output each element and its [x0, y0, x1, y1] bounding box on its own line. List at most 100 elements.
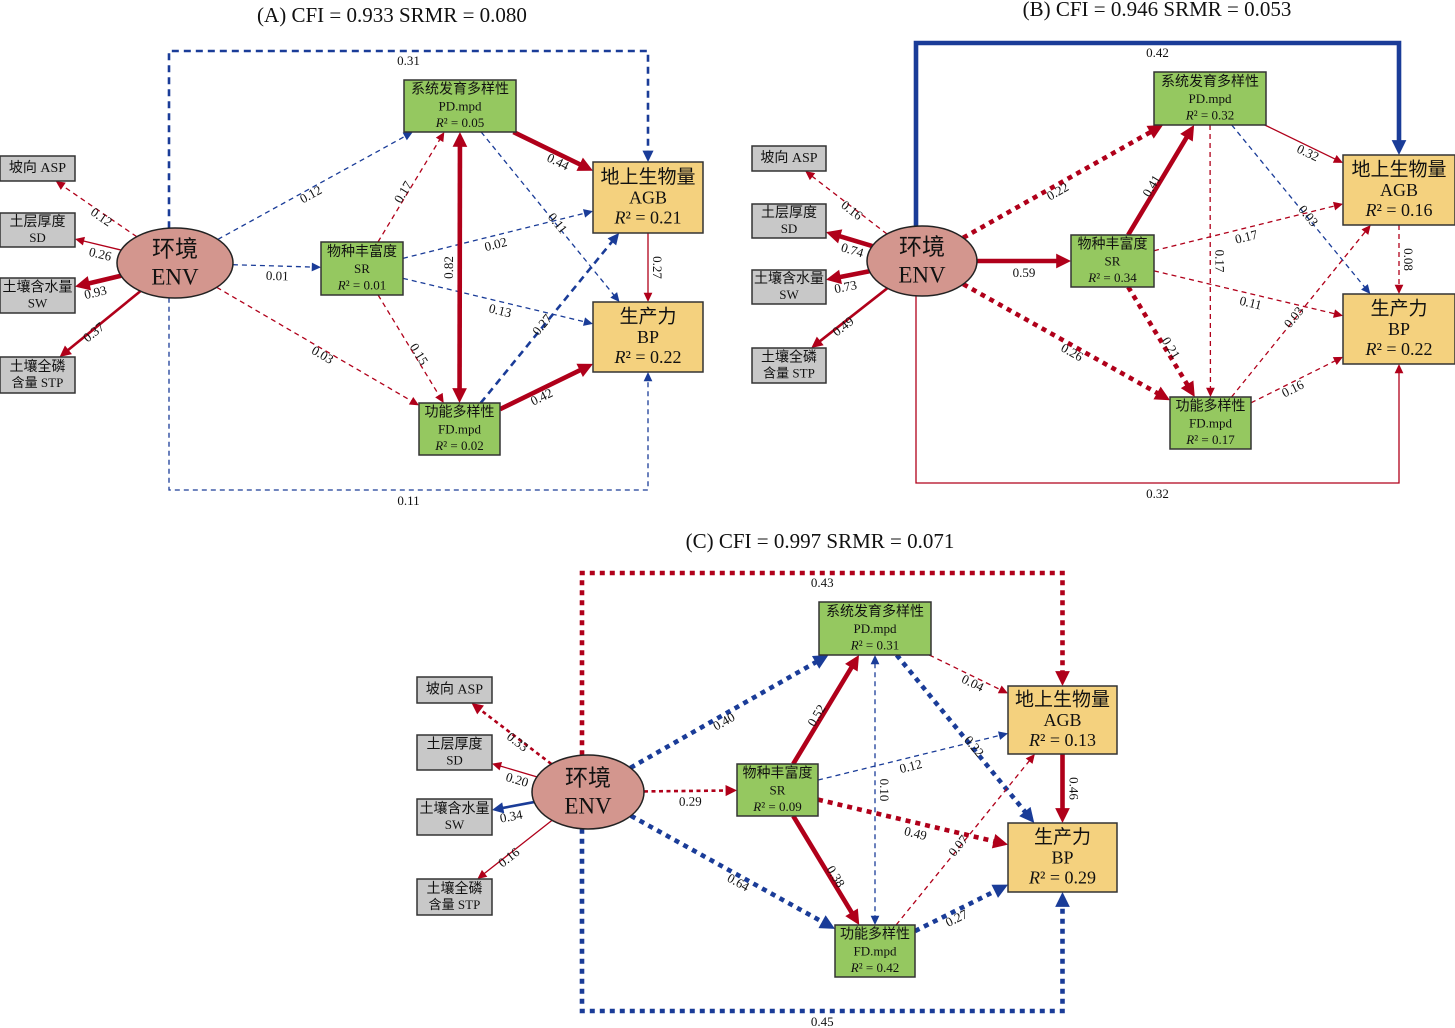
- path-coefficient: 0.52: [804, 702, 829, 729]
- arrowhead-icon: [1332, 356, 1343, 365]
- panel-title: (A) CFI = 0.933 SRMR = 0.080: [257, 3, 527, 27]
- r-squared-value: ² = 0.01: [346, 277, 386, 292]
- path-coefficient: 0.27: [650, 256, 665, 279]
- arrowhead-icon: [402, 132, 413, 141]
- path-line: [1153, 205, 1336, 252]
- path-coefficient: 0.93: [83, 282, 109, 302]
- path-coefficient: 0.16: [495, 844, 523, 870]
- path-pd-to-agb: 0.32: [1264, 124, 1343, 164]
- path-coefficient: 0.16: [1279, 376, 1307, 400]
- sr-label-line-3: R² = 0.34: [1087, 270, 1137, 285]
- arrowhead-icon: [826, 229, 843, 244]
- sr-label-line-3: R² = 0.01: [337, 277, 386, 292]
- fd-label-line-1: 功能多样性: [1176, 398, 1246, 415]
- path-pd-to-fd: 0.10: [870, 655, 892, 925]
- panel-title: (C) CFI = 0.997 SRMR = 0.071: [686, 529, 955, 553]
- sw-label-line-1: 土壤含水量: [420, 800, 490, 817]
- path-env-to-bp: 0.45: [579, 828, 1070, 1028]
- arrowhead-icon: [991, 834, 1008, 849]
- path-line: [1126, 135, 1189, 237]
- bp-label-line-3: R² = 0.22: [613, 347, 681, 367]
- path-coefficient: 0.44: [545, 150, 572, 174]
- arrowhead-icon: [1391, 140, 1407, 155]
- path-coefficient: 0.42: [528, 385, 555, 408]
- path-coefficient: 0.04: [959, 671, 986, 695]
- path-env-to-agb: 0.31: [167, 49, 654, 229]
- bp-label-line-2: BP: [1388, 319, 1410, 339]
- r-squared-symbol: R: [1185, 432, 1194, 447]
- path-coefficient: 0.03: [309, 342, 336, 366]
- arrowhead-icon: [998, 731, 1008, 740]
- path-fd-to-bp: 0.16: [1250, 356, 1343, 404]
- arrowhead-icon: [997, 685, 1008, 694]
- path-env-to-sw: 0.34: [492, 800, 535, 826]
- path-coefficient: 0.15: [407, 340, 432, 367]
- path-coefficient: 0.10: [877, 779, 892, 802]
- sr-box: [1070, 234, 1155, 288]
- arrowhead-icon: [452, 388, 467, 403]
- r-squared-symbol: R: [1185, 107, 1194, 122]
- env-label-line-1: 环境: [899, 235, 945, 260]
- sw-label-line-1: 土壤含水量: [754, 270, 824, 287]
- path-line: [402, 212, 586, 259]
- path-pd-to-fd: 0.82: [441, 132, 468, 403]
- arrowhead-icon: [55, 181, 66, 190]
- path-env-to-sw: 0.93: [75, 273, 122, 302]
- env-ellipse: [531, 754, 645, 830]
- path-line: [87, 273, 122, 286]
- path-line: [894, 653, 1028, 814]
- bp-label-line-2: BP: [1051, 848, 1073, 868]
- arrowhead-icon: [1333, 201, 1343, 211]
- arrowhead-icon: [1361, 284, 1371, 294]
- sr-label-line-2: SR: [770, 783, 786, 798]
- path-coefficient: 0.41: [1139, 172, 1164, 199]
- path-coefficient: 0.32: [1295, 141, 1322, 164]
- path-line: [913, 40, 1402, 227]
- fd-box: [834, 924, 916, 978]
- r-squared-value: ² = 0.34: [1096, 270, 1137, 285]
- stp-box: [0, 356, 76, 394]
- arrowhead-icon: [818, 915, 835, 929]
- arrowhead-icon: [492, 802, 505, 814]
- arrowhead-icon: [1361, 225, 1371, 235]
- path-pd-to-agb: 0.44: [512, 129, 593, 174]
- path-line: [66, 290, 142, 352]
- path-coefficient: 0.02: [483, 234, 509, 254]
- path-line: [82, 240, 122, 251]
- path-env-to-agb: 0.42: [913, 40, 1407, 227]
- arrowhead-icon: [610, 292, 620, 302]
- fd-label-line-1: 功能多样性: [425, 404, 495, 421]
- path-coefficient: 0.29: [679, 794, 702, 809]
- pd-label-line-3: R² = 0.31: [850, 637, 899, 652]
- path-sr-to-bp: 0.11: [1153, 270, 1343, 318]
- sr-label-line-2: SR: [354, 261, 370, 276]
- agb-label-line-2: AGB: [1380, 180, 1418, 200]
- path-sr-to-fd: 0.21: [1126, 285, 1195, 397]
- path-env-to-sd: 0.20: [492, 762, 538, 790]
- env-ellipse: [116, 227, 234, 299]
- path-coefficient: 0.17: [1212, 250, 1227, 273]
- sr-label-line-3: R² = 0.09: [752, 799, 801, 814]
- arrowhead-icon: [845, 655, 860, 672]
- arrowhead-icon: [1394, 364, 1404, 374]
- path-line: [818, 287, 889, 343]
- path-coefficient: 0.11: [545, 210, 571, 237]
- r-squared-value: ² = 0.02: [443, 438, 483, 453]
- arrowhead-icon: [643, 292, 653, 302]
- path-agb-to-bp: 0.08: [1394, 225, 1416, 294]
- path-line: [838, 233, 873, 249]
- path-line: [929, 654, 1001, 691]
- r-squared-symbol: R: [337, 277, 346, 292]
- path-coefficient: 0.12: [297, 182, 324, 206]
- path-line: [915, 295, 1400, 484]
- path-env-to-pd: 0.22: [962, 125, 1164, 240]
- stp-label-line-2: 含量 STP: [429, 897, 481, 912]
